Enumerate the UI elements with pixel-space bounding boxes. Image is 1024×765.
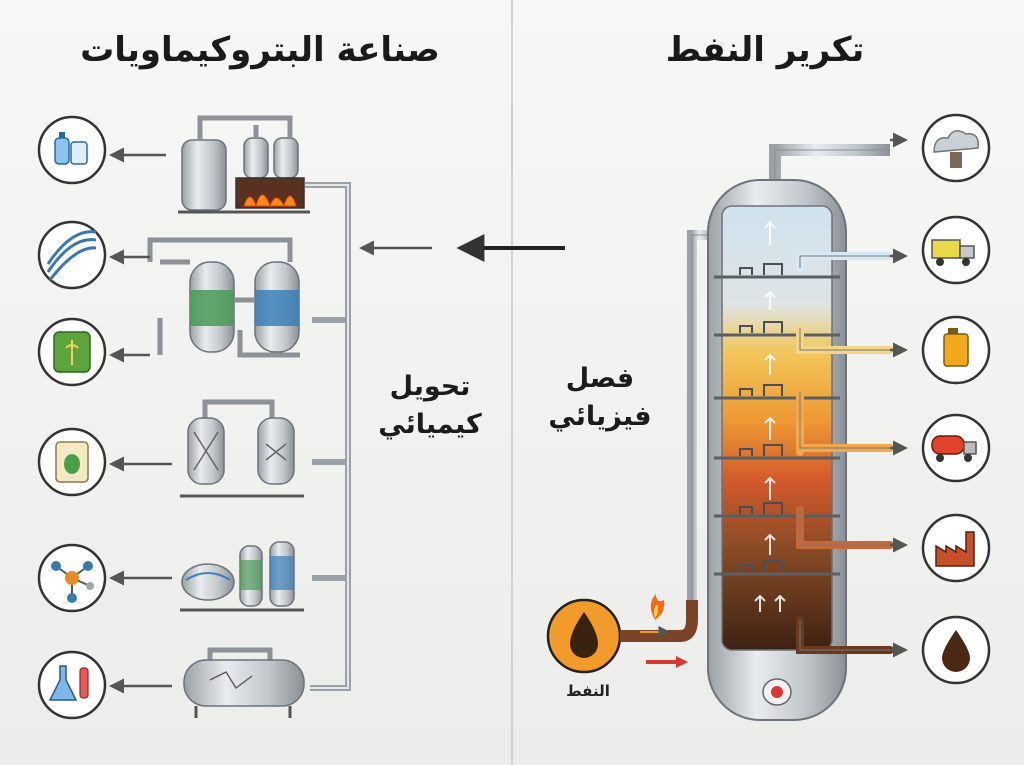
column-trays — [714, 275, 840, 576]
tanker-truck-icon — [921, 413, 991, 483]
lab-flask-icon — [37, 650, 107, 720]
fibers-icon — [37, 220, 107, 290]
synthesis-reactors — [180, 399, 304, 498]
side-draw-outlines — [799, 255, 890, 651]
truck-icon — [921, 215, 991, 285]
petrochem-feed-manifold — [305, 182, 351, 691]
refinery-output-arrows — [890, 248, 908, 658]
gas-cloud-icon — [921, 113, 991, 183]
chemical-conversion-label: تحويل كيميائي — [360, 368, 500, 444]
chemical-label-line2: كيميائي — [378, 409, 482, 440]
plastic-bottles-icon — [37, 115, 107, 185]
refining-title: تكرير النفط — [665, 30, 865, 70]
polymerization-reactors — [147, 237, 300, 358]
physical-separation-label: فصل فيزيائي — [540, 360, 660, 436]
vapor-arrows — [754, 220, 786, 612]
oil-drop-icon — [921, 615, 991, 685]
chemical-label-line1: تحويل — [389, 371, 471, 402]
fuel-canister-icon — [921, 315, 991, 385]
seed-bag-icon — [37, 427, 107, 497]
crude-oil-label: النفط — [566, 682, 610, 700]
petrochemicals-title: صناعة البتروكيماويات — [80, 30, 440, 70]
distillation-column — [707, 179, 847, 721]
steam-cracker-unit — [178, 115, 310, 214]
petrochem-output-arrows — [109, 147, 172, 694]
separation-towers — [180, 541, 304, 612]
petrochem-feed-manifold-highlight — [305, 184, 349, 689]
tray-caps — [739, 263, 783, 572]
molecule-icon — [37, 543, 107, 613]
fertilizer-bag-icon — [37, 317, 107, 387]
refinery-product-icons — [921, 113, 991, 685]
physical-label-line1: فصل — [565, 363, 635, 394]
horizontal-reactor-vessel — [183, 647, 305, 718]
physical-label-line2: فيزيائي — [548, 401, 652, 432]
petrochem-product-icons — [37, 115, 107, 720]
factory-icon — [921, 513, 991, 583]
crude-feed — [546, 594, 698, 674]
